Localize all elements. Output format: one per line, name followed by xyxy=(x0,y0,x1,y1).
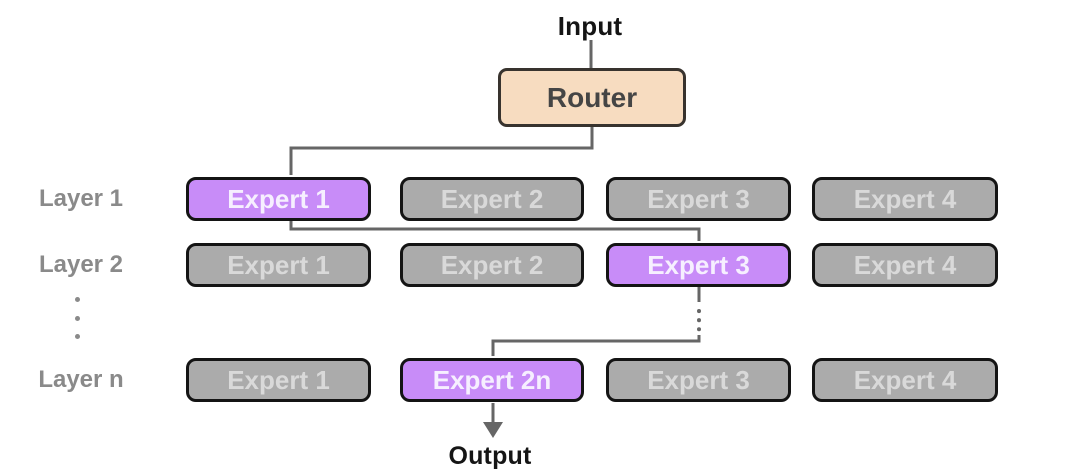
layer-2-label: Layer 2 xyxy=(38,251,124,278)
wire-expert1-layer1-to-expert3-layer2 xyxy=(289,221,701,241)
ellipsis-dot xyxy=(74,334,80,339)
layers-ellipsis xyxy=(64,297,90,339)
layer-1-label: Layer 1 xyxy=(38,185,124,212)
router-label: Router xyxy=(546,81,638,113)
layern-expert-3-box: Expert 3 xyxy=(606,358,791,402)
router-box: Router xyxy=(498,68,686,127)
layer2-expert-4-box: Expert 4 xyxy=(812,243,998,287)
layer2-expert-3-box: Expert 3 xyxy=(606,243,791,287)
layer1-expert-2-box: Expert 2 xyxy=(400,177,584,221)
layer2-expert-2-box: Expert 2 xyxy=(400,243,584,287)
ellipsis-dot xyxy=(74,297,80,302)
layern-expert-4-box: Expert 4 xyxy=(812,358,998,402)
output-label: Output xyxy=(448,442,532,470)
ellipsis-dot xyxy=(74,315,80,321)
wire-to-expert2n-layern xyxy=(491,335,701,356)
layer2-expert-1-box: Expert 1 xyxy=(186,243,371,287)
layer-n-label: Layer n xyxy=(38,366,124,393)
input-label: Input xyxy=(557,11,623,41)
layer1-expert-1-box: Expert 1 xyxy=(186,177,371,221)
output-arrowhead xyxy=(483,422,503,438)
layern-expert-2n-box: Expert 2n xyxy=(400,358,584,402)
layer1-expert-4-box: Expert 4 xyxy=(812,177,998,221)
wire-router-to-expert1-layer1 xyxy=(289,127,594,175)
layern-expert-1-box: Expert 1 xyxy=(186,358,371,402)
layer1-expert-3-box: Expert 3 xyxy=(606,177,791,221)
